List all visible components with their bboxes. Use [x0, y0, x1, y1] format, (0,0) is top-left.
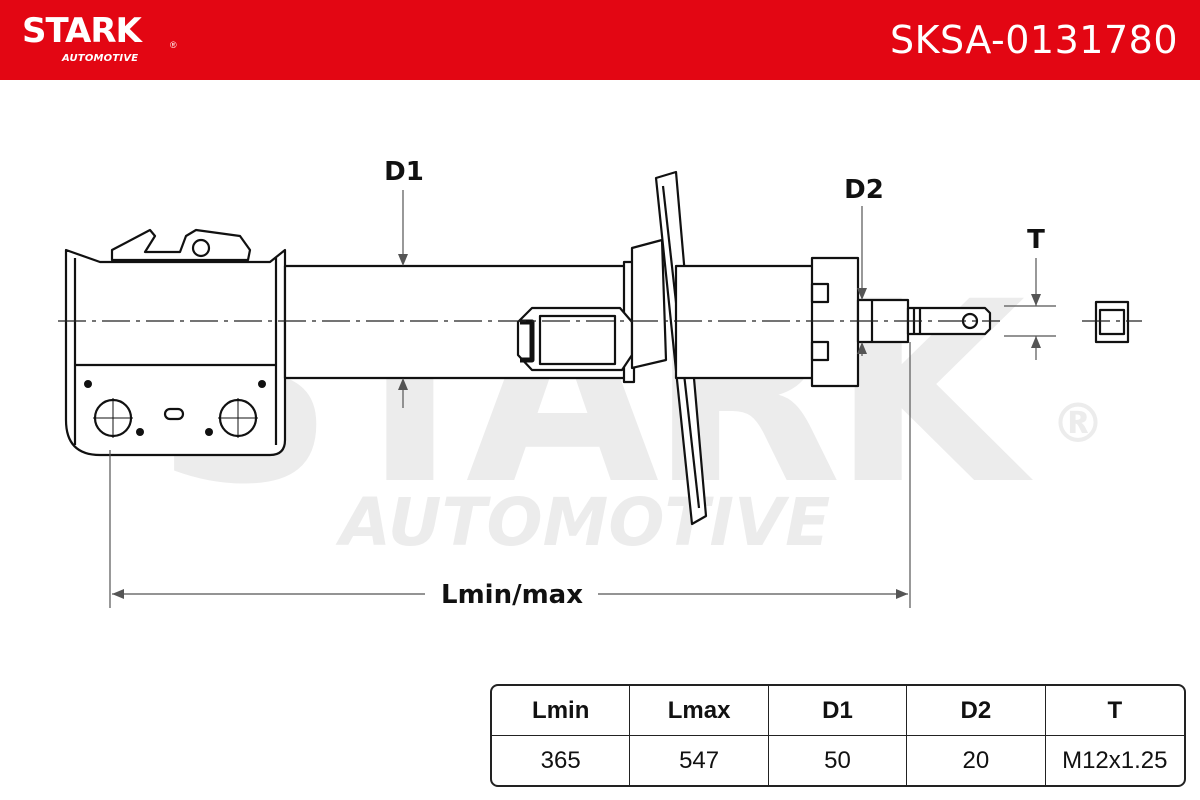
part-number: SKSA-0131780	[890, 18, 1178, 62]
header-t: T	[1045, 686, 1184, 736]
bracket-clip	[110, 228, 252, 262]
tube-clamp	[516, 306, 634, 372]
part-outline	[64, 170, 1130, 526]
header-lmax: Lmax	[630, 686, 769, 736]
header-d2: D2	[907, 686, 1046, 736]
value-t: M12x1.25	[1062, 746, 1168, 774]
header-lmin: Lmin	[492, 686, 631, 736]
label-length: Lmin/max	[441, 580, 583, 610]
brand-subtitle: AUTOMOTIVE	[62, 53, 139, 64]
watermark-sub: AUTOMOTIVE	[335, 484, 830, 561]
specs-table: Lmin Lmax D1 D2 T 365 547 50 20 M12x1.25	[490, 684, 1186, 787]
dimension-lines	[109, 190, 1056, 608]
watermark-reg: ®	[1051, 392, 1105, 455]
header-d1: D1	[768, 686, 908, 736]
registered-mark: ®	[170, 40, 177, 50]
upper-tube	[674, 264, 820, 380]
mount-bracket	[64, 248, 287, 457]
dimension-arrows	[112, 254, 1041, 599]
value-d2: 20	[907, 736, 1046, 785]
nut	[1094, 300, 1130, 344]
value-lmin: 365	[492, 736, 631, 785]
header-bar: STARK ® AUTOMOTIVE SKSA-0131780	[0, 0, 1200, 80]
bump-stop	[810, 256, 860, 388]
label-d1: D1	[384, 157, 424, 187]
specs-value-row: 365 547 50 20 M12x1.25	[492, 736, 1184, 785]
label-d2: D2	[844, 175, 884, 205]
label-t: T	[1027, 225, 1045, 255]
value-lmax: 547	[630, 736, 769, 785]
value-d1: 50	[769, 736, 908, 785]
brand-logo: STARK	[22, 11, 142, 51]
specs-header-row: Lmin Lmax D1 D2 T	[492, 686, 1184, 736]
dimension-labels: D1 D2 T Lmin/max	[384, 157, 1045, 610]
shock-absorber-drawing: STARK AUTOMOTIVE ®	[58, 157, 1142, 610]
